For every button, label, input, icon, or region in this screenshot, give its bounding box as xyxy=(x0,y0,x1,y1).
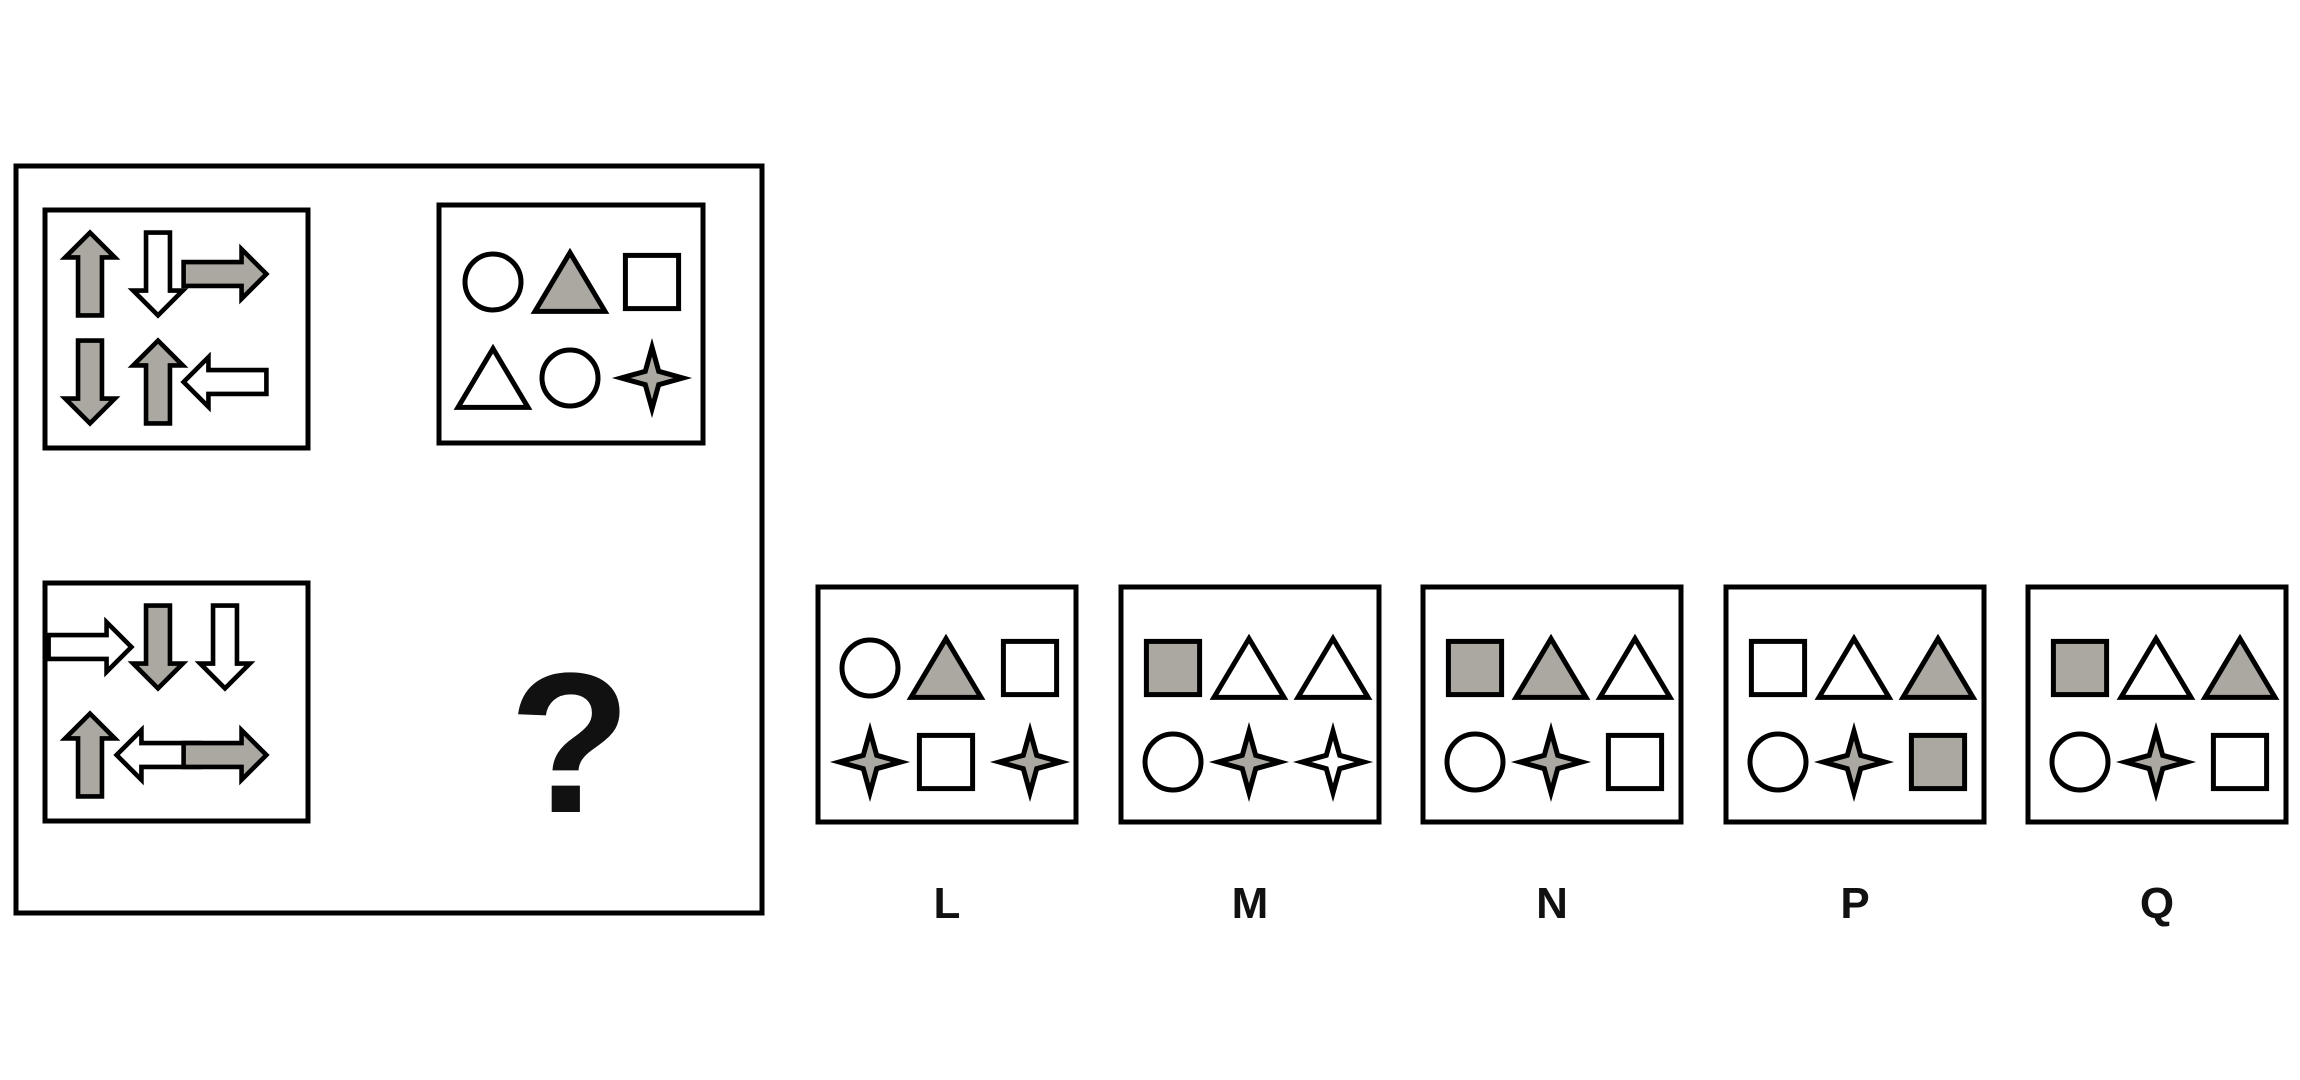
arrow-right-icon xyxy=(181,724,270,786)
triangle-icon xyxy=(1814,633,1894,700)
star-icon xyxy=(611,337,693,419)
square-icon xyxy=(1000,638,1060,698)
option-Q[interactable]: Q xyxy=(2025,584,2289,928)
question-mark: ? xyxy=(509,632,631,855)
circle-icon xyxy=(1444,731,1506,793)
arrow-down-icon xyxy=(59,338,121,427)
star-icon xyxy=(2115,721,2197,803)
panel-bottom-left-arrows xyxy=(46,603,270,799)
star-icon xyxy=(829,721,911,803)
triangle-icon xyxy=(2116,633,2196,700)
circle-icon xyxy=(462,251,524,313)
arrow-up-icon xyxy=(59,229,121,318)
square-icon xyxy=(2050,638,2110,698)
option-L[interactable]: L xyxy=(815,584,1079,928)
square-icon xyxy=(1605,732,1665,792)
triangle-icon xyxy=(2200,633,2280,700)
triangle-icon xyxy=(1898,633,1978,700)
square-icon xyxy=(1143,638,1203,698)
circle-icon xyxy=(1142,731,1204,793)
square-icon xyxy=(2210,732,2270,792)
triangle-icon xyxy=(906,633,986,700)
option-N[interactable]: N xyxy=(1420,584,1684,928)
triangle-icon xyxy=(530,247,610,314)
star-icon xyxy=(1510,721,1592,803)
arrow-up-icon xyxy=(127,337,189,426)
arrow-right-icon xyxy=(46,616,135,678)
option-P[interactable]: P xyxy=(1723,584,1987,928)
circle-icon xyxy=(2049,731,2111,793)
option-label[interactable]: N xyxy=(1536,879,1568,928)
circle-icon xyxy=(839,637,901,699)
arrow-down-icon xyxy=(127,230,189,319)
star-icon xyxy=(1208,721,1290,803)
arrow-up-icon xyxy=(59,710,121,799)
square-icon xyxy=(622,252,682,312)
option-label[interactable]: Q xyxy=(2140,879,2174,928)
option-M[interactable]: M xyxy=(1118,584,1382,928)
arrow-left-icon xyxy=(180,351,269,413)
arrow-down-icon xyxy=(127,603,189,692)
triangle-icon xyxy=(1293,633,1373,700)
star-icon xyxy=(989,721,1071,803)
panel-bottom-left xyxy=(42,580,311,824)
square-icon xyxy=(916,732,976,792)
triangle-icon xyxy=(1511,633,1591,700)
star-icon xyxy=(1813,721,1895,803)
circle-icon xyxy=(1747,731,1809,793)
triangle-icon xyxy=(1209,633,1289,700)
option-label[interactable]: M xyxy=(1232,879,1269,928)
panel-top-right-shapes xyxy=(453,247,693,419)
option-label[interactable]: L xyxy=(934,879,961,928)
option-label[interactable]: P xyxy=(1840,879,1869,928)
panel-top-left-arrows xyxy=(59,229,270,427)
triangle-icon xyxy=(1595,633,1675,700)
square-icon xyxy=(1445,638,1505,698)
triangle-icon xyxy=(453,343,533,410)
circle-icon xyxy=(539,347,601,409)
square-icon xyxy=(1908,732,1968,792)
square-icon xyxy=(1748,638,1808,698)
arrow-right-icon xyxy=(181,243,270,305)
star-icon xyxy=(1292,721,1374,803)
arrow-down-icon xyxy=(194,603,256,692)
